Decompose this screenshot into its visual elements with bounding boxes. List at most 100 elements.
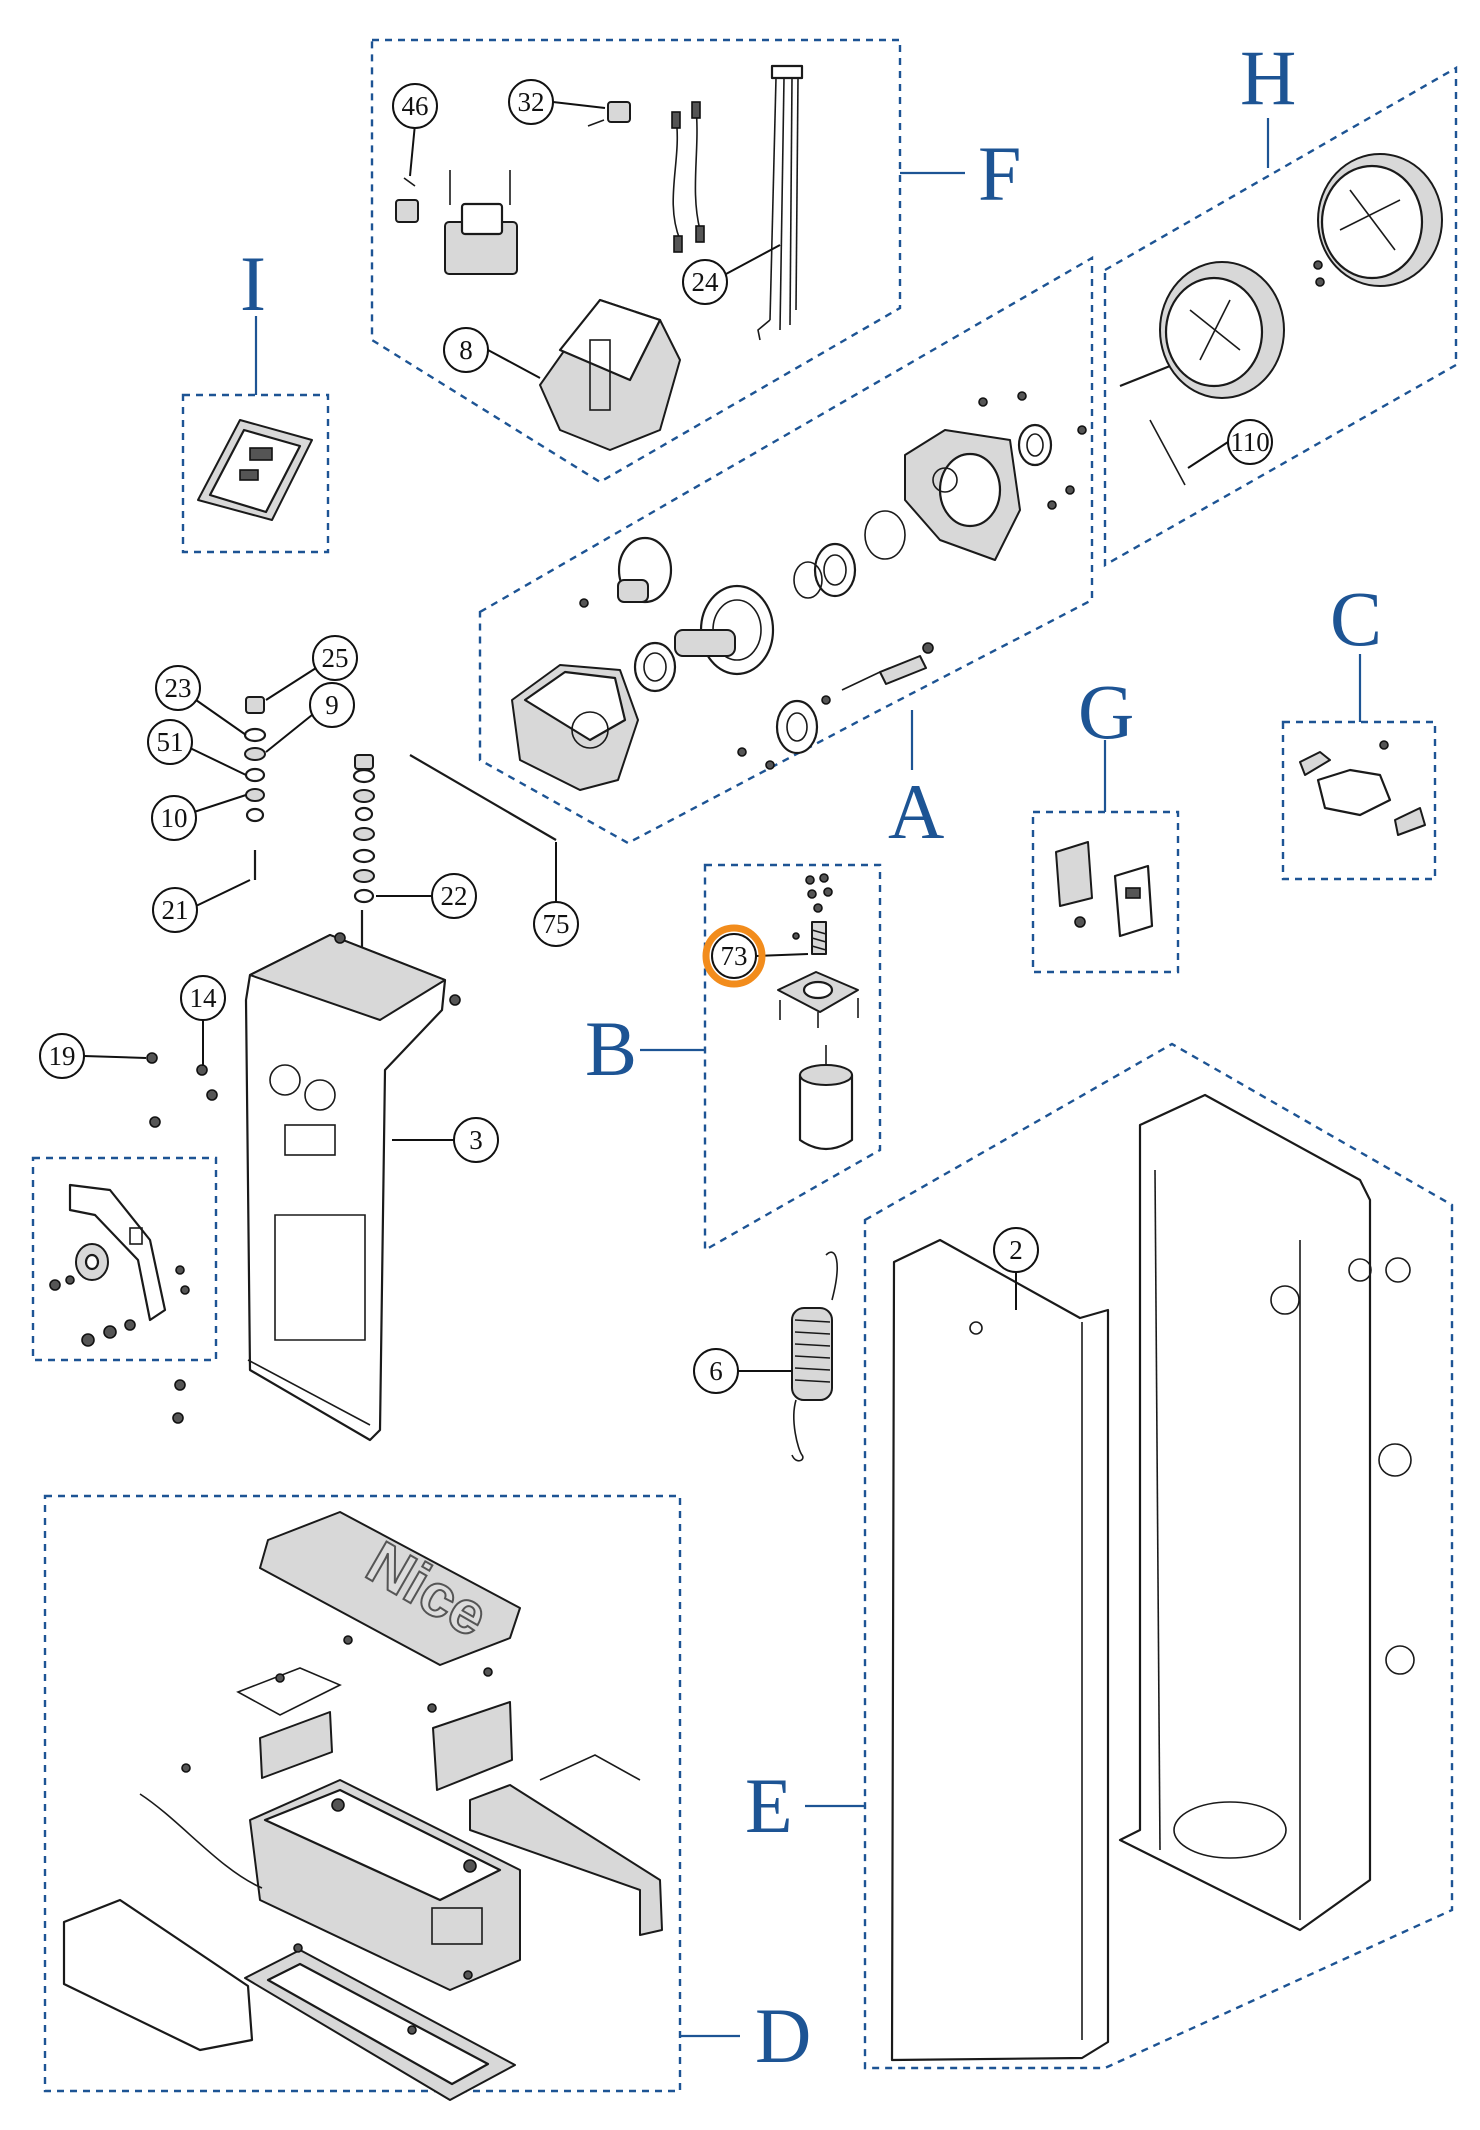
pulley-large	[1317, 153, 1443, 287]
callout-110[interactable]: 110	[1187, 419, 1273, 469]
callout-9[interactable]: 9	[265, 682, 355, 753]
screws-b	[792, 873, 833, 940]
grille-strip	[469, 1784, 663, 1936]
svg-text:3: 3	[469, 1125, 483, 1155]
callout-23[interactable]: 23	[155, 665, 247, 736]
svg-text:51: 51	[157, 727, 184, 757]
gasket	[244, 1949, 516, 2101]
bearings	[633, 423, 1053, 693]
pin-h	[1119, 364, 1186, 486]
cable-tie	[139, 1793, 263, 1889]
callout-21[interactable]: 21	[152, 879, 251, 933]
callout-25[interactable]: 25	[265, 635, 358, 701]
group-e[interactable]: E 2	[745, 1042, 1454, 2070]
base-housing	[249, 1779, 521, 1991]
callout-14[interactable]: 14	[180, 975, 226, 1066]
gearbox-housing-right	[904, 429, 1021, 561]
clips-d	[236, 1667, 641, 1791]
spring-coupling-73	[811, 921, 827, 955]
svg-text:10: 10	[161, 803, 188, 833]
callout-73-highlighted[interactable]: 73	[702, 924, 809, 988]
group-b[interactable]: B 73	[585, 863, 882, 1253]
callout-6[interactable]: 6	[693, 1348, 792, 1394]
transformer	[444, 170, 518, 275]
callout-8[interactable]: 8	[443, 327, 541, 379]
svg-text:6: 6	[709, 1356, 723, 1386]
svg-text:22: 22	[441, 881, 468, 911]
cables	[671, 64, 804, 341]
svg-text:46: 46	[402, 91, 429, 121]
gear-bottom	[775, 699, 819, 755]
svg-text:25: 25	[322, 643, 349, 673]
callout-19[interactable]: 19	[39, 1033, 147, 1079]
callout-24[interactable]: 24	[682, 244, 781, 305]
group-a-label: A	[888, 768, 944, 855]
svg-text:75: 75	[543, 909, 570, 939]
lever-kit-box	[31, 1156, 218, 1362]
svg-text:32: 32	[518, 87, 545, 117]
flashing-light	[1299, 740, 1426, 836]
svg-text:24: 24	[692, 267, 720, 297]
shaft-75	[409, 754, 557, 841]
control-unit-housing	[539, 298, 681, 451]
svg-text:2: 2	[1009, 1235, 1023, 1265]
gear-large	[674, 584, 775, 676]
group-h[interactable]: H 110	[1103, 34, 1458, 568]
group-f-label: F	[978, 130, 1021, 217]
group-d-label: D	[755, 1992, 811, 2079]
callout-22[interactable]: 22	[376, 873, 477, 919]
encoder-plate	[777, 971, 859, 1028]
callout-10[interactable]: 10	[151, 794, 247, 841]
control-board	[197, 419, 313, 521]
highlight-ring	[702, 924, 766, 988]
cabinet-body	[1118, 1093, 1415, 1932]
loose-screws-plate	[146, 932, 461, 1424]
motor	[798, 1045, 854, 1151]
group-d[interactable]: D Nice	[43, 1494, 811, 2101]
plug	[587, 101, 631, 127]
group-f[interactable]: F	[370, 38, 1021, 484]
spring	[791, 1251, 838, 1462]
group-a[interactable]: A	[478, 255, 1094, 855]
callout-2[interactable]: 2	[993, 1227, 1039, 1310]
pulley-medium	[1159, 261, 1285, 399]
group-g[interactable]: G	[1031, 668, 1180, 974]
callout-46[interactable]: 46	[392, 83, 438, 177]
mounting-plate	[244, 933, 447, 1442]
callout-3[interactable]: 3	[392, 1117, 499, 1163]
group-c[interactable]: C	[1281, 575, 1437, 881]
cabinet-front-cover	[890, 1238, 1110, 2062]
group-i[interactable]: I	[181, 240, 330, 554]
worm-shaft	[841, 642, 934, 691]
fasteners-stack-left	[243, 696, 267, 880]
svg-text:9: 9	[325, 690, 339, 720]
svg-text:110: 110	[1230, 427, 1270, 457]
group-b-label: B	[585, 1005, 637, 1092]
photocell-pair	[1055, 841, 1154, 938]
small-connector	[395, 177, 419, 223]
svg-text:21: 21	[162, 895, 189, 925]
svg-text:8: 8	[459, 335, 473, 365]
screws-h	[1313, 260, 1325, 287]
screws-a	[579, 391, 1087, 770]
svg-text:23: 23	[165, 673, 192, 703]
gearbox-housing-left	[511, 664, 639, 791]
side-panel	[62, 1898, 254, 2052]
top-cover-nice: Nice	[259, 1511, 521, 1666]
group-e-label: E	[745, 1762, 793, 1849]
group-i-label: I	[240, 240, 266, 327]
fasteners-stack-right	[352, 754, 376, 950]
screws-d	[181, 1635, 493, 2035]
group-g-label: G	[1078, 668, 1134, 755]
callout-75[interactable]: 75	[533, 842, 579, 947]
gear-top	[617, 536, 673, 604]
svg-text:19: 19	[49, 1041, 76, 1071]
callout-32[interactable]: 32	[508, 79, 606, 125]
group-h-label: H	[1240, 34, 1296, 121]
svg-text:73: 73	[721, 941, 748, 971]
svg-text:14: 14	[190, 983, 218, 1013]
group-c-label: C	[1330, 575, 1382, 662]
callout-51[interactable]: 51	[147, 719, 247, 776]
